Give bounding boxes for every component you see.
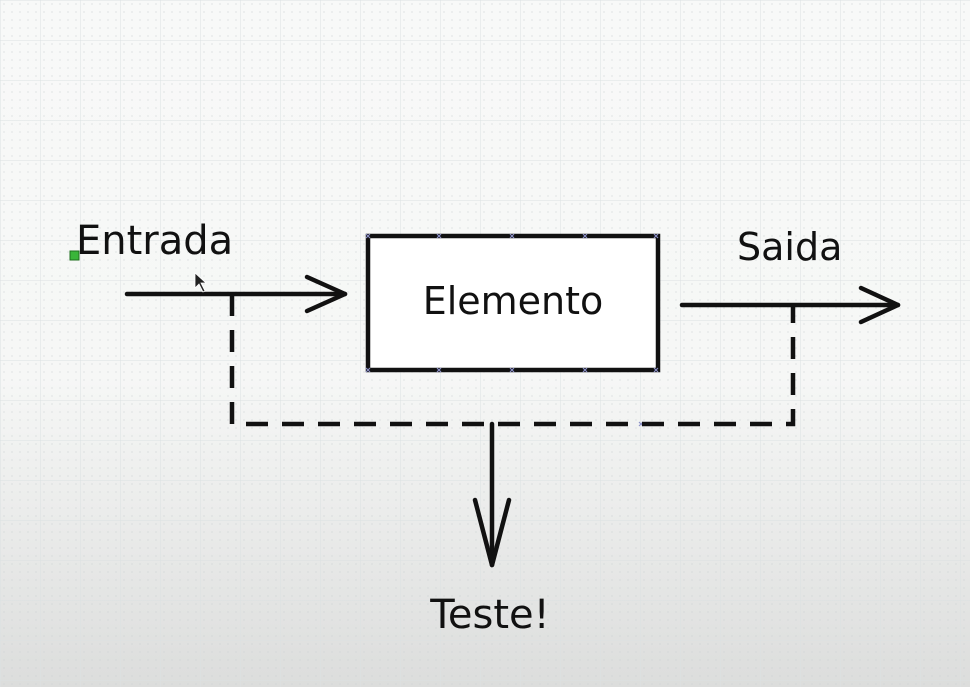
output-arrow[interactable] (679, 285, 901, 325)
block-connection-points (358, 233, 659, 427)
element-block[interactable] (365, 233, 661, 373)
output-label[interactable]: Saida (737, 225, 842, 269)
selection-handle[interactable] (69, 250, 80, 261)
test-path-dashed[interactable] (229, 294, 796, 427)
test-label[interactable]: Teste! (429, 592, 549, 638)
test-arrow[interactable] (472, 421, 512, 568)
input-label[interactable]: Entrada (76, 218, 233, 264)
input-arrow[interactable] (124, 274, 348, 314)
mouse-cursor-icon (194, 272, 208, 293)
element-block-label: Elemento (423, 279, 604, 323)
